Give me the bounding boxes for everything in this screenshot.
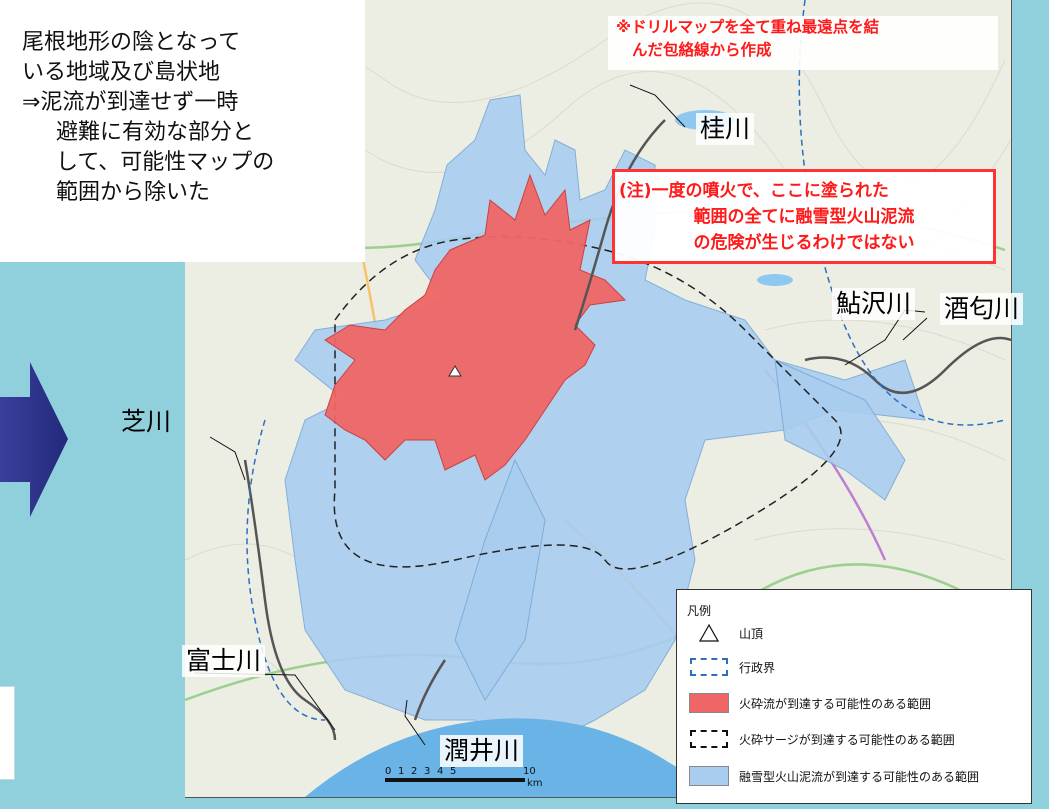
red-fill-icon	[689, 693, 729, 713]
scale-tick-5: 5	[450, 766, 456, 777]
scale-unit: km	[527, 778, 543, 789]
top-red-note: ※ドリルマップを全て重ね最遠点を結 んだ包絡線から作成	[608, 16, 998, 70]
left-note-line: いる地域及び島状地	[22, 60, 221, 85]
legend-label: 火砕サージが到達する可能性のある範囲	[739, 732, 955, 747]
side-panel-edge	[0, 686, 15, 780]
left-note-line: 尾根地形の陰となって	[22, 30, 241, 55]
legend-item: 火砕流が到達する可能性のある範囲	[689, 690, 931, 716]
dashed-blue-box-icon	[689, 657, 729, 677]
legend-item: 火砕サージが到達する可能性のある範囲	[689, 726, 955, 752]
river-label-urui: 潤井川	[440, 735, 524, 767]
river-label-ayuzawa: 鮎沢川	[832, 288, 916, 320]
legend-item: 融雪型火山泥流が到達する可能性のある範囲	[689, 763, 979, 789]
scale-tick-1: 1	[398, 766, 404, 777]
caution-line: の危険が生じるわけではない	[693, 233, 915, 253]
right-arrow-icon	[0, 362, 68, 517]
left-note-line: ⇒泥流が到達せず一時	[22, 90, 239, 115]
legend-item: 山頂	[689, 620, 763, 646]
dashed-black-box-icon	[689, 729, 729, 749]
river-label-fuji: 富士川	[182, 645, 266, 677]
legend-item: 行政界	[689, 654, 775, 680]
river-label-sakawa: 酒匂川	[940, 293, 1024, 325]
scale-bar: 0 1 2 3 4 5 10 km	[385, 764, 545, 796]
scale-tick-0: 0	[385, 766, 391, 777]
top-note-line: ※ドリルマップを全て重ね最遠点を結	[616, 18, 880, 36]
caution-line: 範囲の全てに融雪型火山泥流	[693, 207, 915, 227]
scale-tick-2: 2	[411, 766, 417, 777]
map-legend: 凡例 山頂 行政界 火砕流が到達する可能性のある範囲 火砕サージが到達する可能性…	[676, 589, 1032, 804]
blue-fill-icon	[689, 766, 729, 786]
caution-note: (注)一度の噴火で、ここに塗られた 範囲の全てに融雪型火山泥流 の危険が生じるわ…	[612, 169, 996, 264]
legend-label: 火砕流が到達する可能性のある範囲	[739, 696, 932, 711]
left-note-line: 避難に有効な部分と	[56, 120, 255, 145]
scale-tick-10: 10	[523, 766, 536, 777]
river-label-katsura: 桂川	[696, 113, 755, 145]
left-note-line: 範囲から除いた	[56, 180, 211, 205]
river-label-shiba: 芝川	[121, 407, 172, 436]
top-note-line: んだ包絡線から作成	[632, 41, 772, 59]
triangle-icon	[689, 623, 729, 643]
left-note-line: して、可能性マップの	[56, 150, 275, 175]
legend-title: 凡例	[687, 604, 712, 618]
scale-tick-4: 4	[437, 766, 443, 777]
caution-line: (注)一度の噴火で、ここに塗られた	[619, 181, 889, 201]
left-annotation: 尾根地形の陰となって いる地域及び島状地 ⇒泥流が到達せず一時 避難に有効な部分…	[0, 0, 365, 262]
scale-tick-3: 3	[424, 766, 430, 777]
legend-label: 融雪型火山泥流が到達する可能性のある範囲	[739, 769, 980, 784]
legend-label: 行政界	[739, 660, 776, 675]
legend-label: 山頂	[739, 626, 764, 641]
